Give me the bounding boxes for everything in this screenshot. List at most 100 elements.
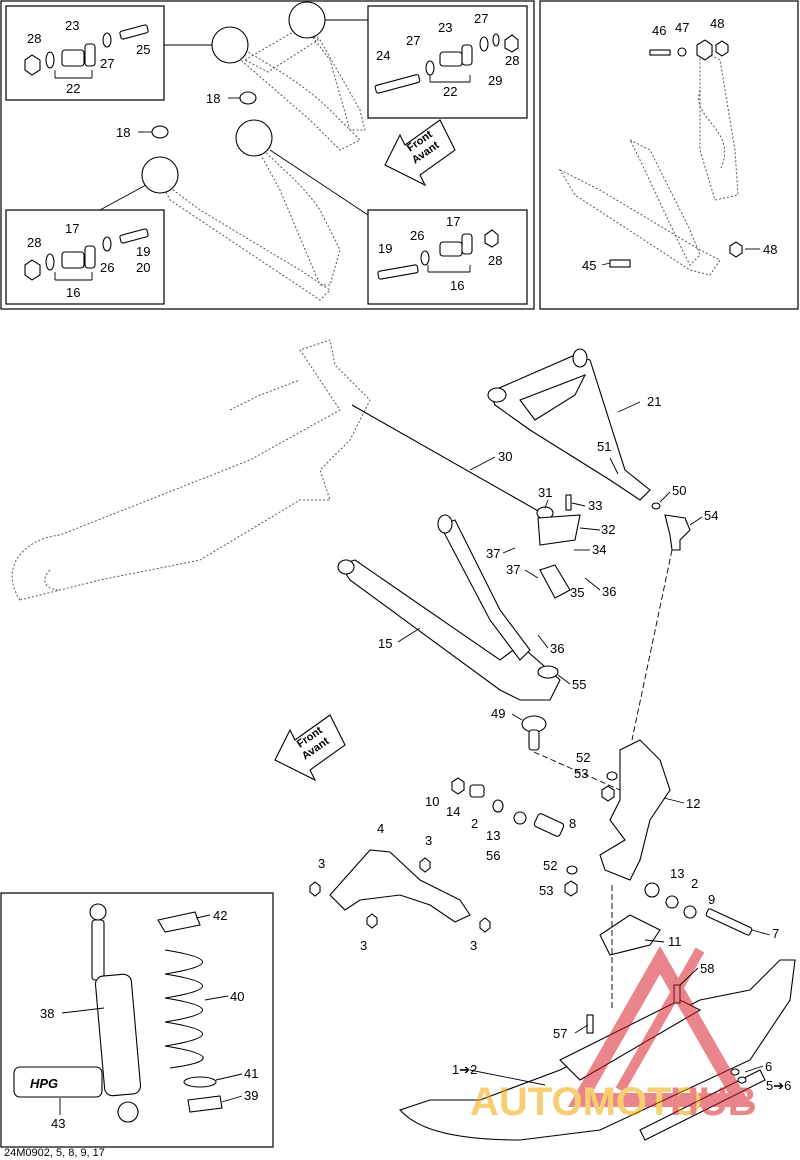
callout-23[interactable]: 23	[438, 20, 452, 35]
callout-48[interactable]: 48	[710, 16, 724, 31]
callout-52[interactable]: 52	[543, 858, 557, 873]
diagram-code: 24M0902, 5, 8, 9, 17	[4, 1147, 105, 1159]
callout-54[interactable]: 54	[704, 508, 718, 523]
callout-28[interactable]: 28	[505, 53, 519, 68]
callout-47[interactable]: 47	[675, 20, 689, 35]
callout-42[interactable]: 42	[213, 908, 227, 923]
callout-21[interactable]: 21	[647, 394, 661, 409]
callout-3[interactable]: 3	[360, 938, 367, 953]
callout-45[interactable]: 45	[582, 258, 596, 273]
callout-19[interactable]: 19	[136, 244, 150, 259]
inset-lower-left	[5, 209, 165, 305]
callout-8[interactable]: 8	[569, 816, 576, 831]
callout-48[interactable]: 48	[763, 242, 777, 257]
front-arrow-top: Front Avant	[384, 119, 456, 187]
hpg-logo	[13, 1066, 103, 1098]
callout-16[interactable]: 16	[450, 278, 464, 293]
callout-22[interactable]: 22	[443, 84, 457, 99]
ski	[398, 959, 796, 1141]
callout-17[interactable]: 17	[65, 221, 79, 236]
callout-7[interactable]: 7	[772, 926, 779, 941]
callout-13[interactable]: 13	[670, 866, 684, 881]
callout-57[interactable]: 57	[553, 1026, 567, 1041]
callout-27[interactable]: 27	[474, 11, 488, 26]
callout-31[interactable]: 31	[538, 485, 552, 500]
callout-27[interactable]: 27	[100, 56, 114, 71]
callout-18[interactable]: 18	[206, 91, 220, 106]
bushing-circle-3	[235, 119, 273, 157]
callout-6[interactable]: 6	[765, 1059, 772, 1074]
callout-29[interactable]: 29	[488, 73, 502, 88]
callout-33[interactable]: 33	[588, 498, 602, 513]
callout-26[interactable]: 26	[410, 228, 424, 243]
callout-17[interactable]: 17	[446, 214, 460, 229]
callout-24[interactable]: 24	[376, 48, 390, 63]
callout-26[interactable]: 26	[100, 260, 114, 275]
callout-51[interactable]: 51	[597, 439, 611, 454]
callout-36[interactable]: 36	[602, 584, 616, 599]
callout-37[interactable]: 37	[506, 562, 520, 577]
callout-3[interactable]: 3	[470, 938, 477, 953]
callout-50[interactable]: 50	[672, 483, 686, 498]
callout-2[interactable]: 2	[471, 816, 478, 831]
callout-12[interactable]: 12	[686, 796, 700, 811]
callout-5-6[interactable]: 5➔6	[766, 1078, 791, 1093]
inset-brackets	[54, 70, 471, 281]
callout-41[interactable]: 41	[244, 1066, 258, 1081]
callout-38[interactable]: 38	[40, 1006, 54, 1021]
callout-39[interactable]: 39	[244, 1088, 258, 1103]
shock-kit-art: HPG	[13, 903, 223, 1123]
bushing-circle-1	[211, 26, 249, 64]
callout-37[interactable]: 37	[486, 546, 500, 561]
callout-30[interactable]: 30	[498, 449, 512, 464]
callout-40[interactable]: 40	[230, 989, 244, 1004]
callout-20[interactable]: 20	[136, 260, 150, 275]
callout-25[interactable]: 25	[136, 42, 150, 57]
callout-43[interactable]: 43	[51, 1116, 65, 1131]
callout-16[interactable]: 16	[66, 285, 80, 300]
callout-27[interactable]: 27	[406, 33, 420, 48]
callout-28[interactable]: 28	[488, 253, 502, 268]
callout-53[interactable]: 53	[539, 883, 553, 898]
lower-a-arm	[339, 559, 561, 701]
callout-10[interactable]: 10	[425, 794, 439, 809]
callout-49[interactable]: 49	[491, 706, 505, 721]
callout-22[interactable]: 22	[66, 81, 80, 96]
callout-32[interactable]: 32	[601, 522, 615, 537]
callout-13[interactable]: 13	[486, 828, 500, 843]
callout-35[interactable]: 35	[570, 585, 584, 600]
callout-11[interactable]: 11	[668, 934, 682, 949]
callout-56[interactable]: 56	[486, 848, 500, 863]
callout-18[interactable]: 18	[116, 125, 130, 140]
callout-4[interactable]: 4	[377, 821, 384, 836]
hpg-logo-text: HPG	[30, 1076, 58, 1091]
leader-lines	[59, 401, 771, 1115]
callout-1-2[interactable]: 1➔2	[452, 1062, 477, 1077]
callout-52[interactable]: 52	[576, 750, 590, 765]
callout-28[interactable]: 28	[27, 235, 41, 250]
callout-23[interactable]: 23	[65, 18, 79, 33]
callout-14[interactable]: 14	[446, 804, 460, 819]
callout-19[interactable]: 19	[378, 241, 392, 256]
upper-a-arm-detail	[99, 1, 369, 301]
shock-kit-panel	[0, 892, 274, 1148]
callout-55[interactable]: 55	[572, 677, 586, 692]
callout-labels: 28 23 22 27 25 23 27 27 24 22 29 28 18 1…	[27, 11, 791, 1131]
callout-9[interactable]: 9	[708, 892, 715, 907]
callout-2[interactable]: 2	[691, 876, 698, 891]
callout-28[interactable]: 28	[27, 31, 41, 46]
watermark: AUTOMOTO HUB	[470, 945, 757, 1124]
bushing-circle-2	[288, 1, 326, 39]
callout-58[interactable]: 58	[700, 961, 714, 976]
tie-rod	[351, 404, 541, 513]
callout-15[interactable]: 15	[378, 636, 392, 651]
callout-3[interactable]: 3	[318, 856, 325, 871]
inset-upper-right	[367, 5, 528, 119]
callout-34[interactable]: 34	[592, 542, 606, 557]
callout-3[interactable]: 3	[425, 833, 432, 848]
callout-46[interactable]: 46	[652, 23, 666, 38]
callout-53[interactable]: 53	[574, 766, 588, 781]
watermark-text-1: AUTOMOTO	[470, 1080, 702, 1124]
shock-panel-art	[558, 39, 760, 276]
callout-36[interactable]: 36	[550, 641, 564, 656]
